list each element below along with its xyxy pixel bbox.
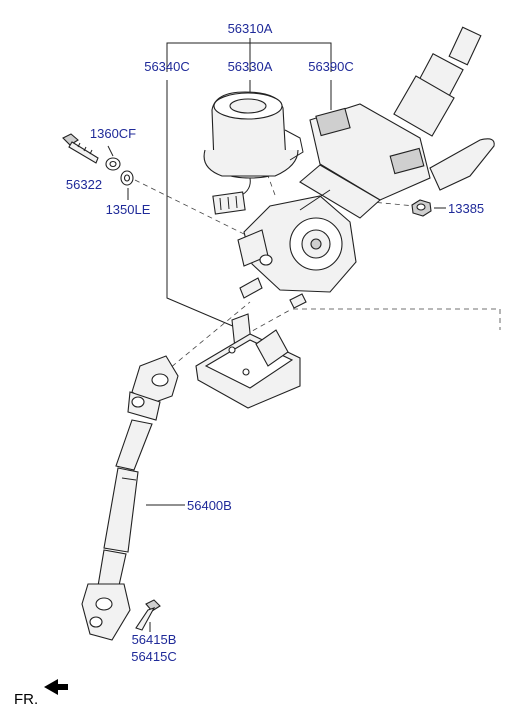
gear-housing [237,189,357,309]
callout-bolt: 56322 [66,177,102,192]
callout-bracket: 56340C [144,59,190,74]
callout-joint-bolt-c: 56415C [131,649,177,664]
joint-bolt-56415 [135,599,161,631]
callout-bolt-washer: 1360CF [90,126,136,141]
callout-column-upper: 56390C [308,59,354,74]
upper-column-56390c [299,26,495,219]
callout-shaft: 56400B [187,498,232,513]
intermediate-shaft-56400b [81,355,179,641]
callout-joint-bolt-b: 56415B [132,632,177,647]
callout-motor: 56330A [228,59,273,74]
orientation-label: FR. [14,691,38,708]
callout-washer: 1350LE [106,202,151,217]
bracket-56340c [195,313,301,409]
washer-1360cf-hole [109,160,117,168]
washer-1350le-hole [123,174,131,182]
leader-lines [107,38,446,632]
callout-assembly: 56310A [228,21,273,36]
bolt-56322 [62,133,99,164]
motor-56330a [203,91,304,215]
front-arrow-icon [44,679,68,695]
callout-nut: 13385 [448,201,484,216]
nut-13385 [411,199,432,217]
